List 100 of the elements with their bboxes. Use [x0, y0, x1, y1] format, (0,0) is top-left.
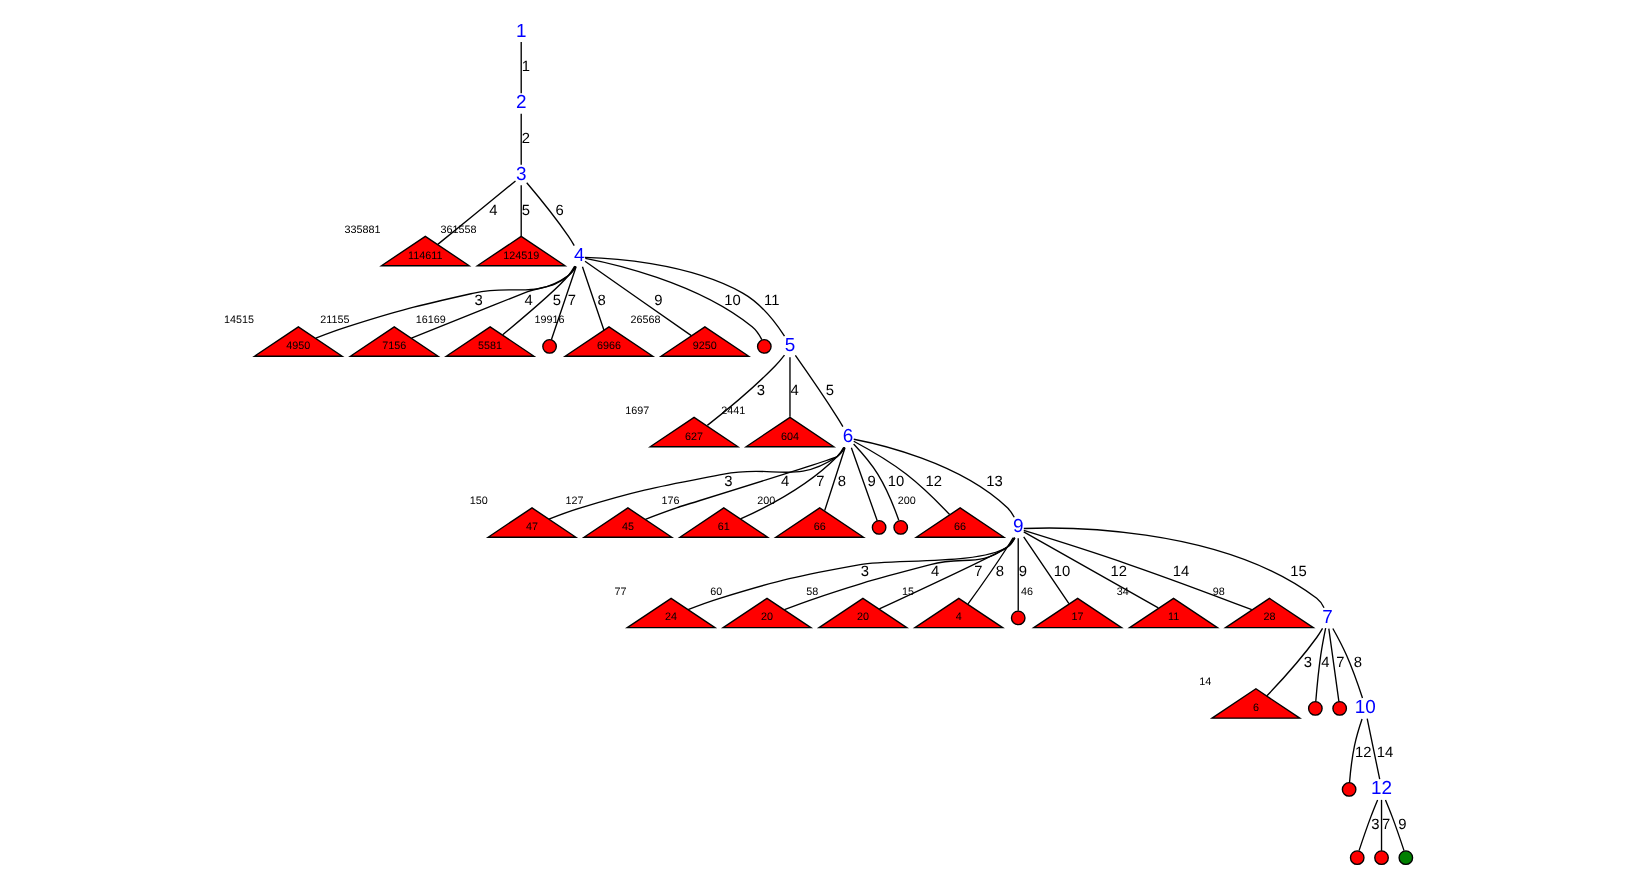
edge-label: 12 — [1110, 562, 1128, 581]
edge-label: 1 — [521, 57, 531, 76]
edge-label: 4 — [790, 381, 799, 400]
node-text: 6 — [842, 425, 854, 448]
connector — [548, 446, 846, 520]
edge-label: 5 — [521, 200, 531, 219]
connector — [584, 257, 763, 341]
edge-label: 10 — [724, 290, 741, 309]
edge-label: 9 — [1018, 562, 1028, 581]
node-circle — [871, 520, 887, 535]
edge-label: 7 — [1336, 652, 1345, 671]
edge-label: 3 — [860, 562, 870, 581]
edge-label: 3 — [1371, 815, 1380, 833]
connector — [502, 265, 576, 336]
node-circle — [893, 520, 909, 535]
edge-label: 4 — [781, 471, 790, 490]
node-circle — [1349, 850, 1365, 866]
connector — [739, 446, 845, 520]
edge-label: 8 — [995, 562, 1005, 581]
connector — [1384, 799, 1405, 852]
node-text: 4 — [574, 244, 585, 267]
edge-label: 13 — [986, 471, 1003, 490]
connector — [878, 537, 1015, 610]
connector — [1266, 627, 1324, 697]
connector — [794, 354, 844, 428]
edge-label: 11 — [764, 290, 780, 309]
connector — [581, 266, 605, 331]
edge-label: 8 — [1353, 652, 1363, 671]
connector — [1023, 531, 1159, 609]
connector — [789, 356, 791, 418]
connector — [783, 536, 1016, 611]
connector — [1023, 527, 1325, 609]
node-text: 1 — [515, 20, 527, 43]
node-text: 2 — [515, 92, 527, 115]
node-circle — [756, 339, 772, 354]
connector — [1315, 627, 1327, 703]
node-circle — [1307, 700, 1323, 716]
node-text: 10 — [1354, 697, 1376, 720]
edge-label: 4 — [931, 562, 940, 581]
node-circle — [1398, 850, 1414, 866]
edge-label: 12 — [1355, 743, 1372, 762]
connector — [824, 447, 846, 512]
edge-label: 3 — [1303, 652, 1313, 671]
edge-label: 9 — [1398, 815, 1407, 833]
connector — [1332, 627, 1364, 699]
connector — [687, 537, 1016, 611]
node-circle — [542, 339, 557, 354]
connector — [1366, 718, 1381, 780]
edge-label: 7 — [1382, 815, 1391, 833]
edge-label: 7 — [567, 290, 576, 309]
connector — [1023, 529, 1253, 611]
node-text: 7 — [1322, 606, 1333, 629]
edge-label: 14 — [1172, 562, 1190, 581]
connector — [852, 443, 900, 522]
connector — [1380, 799, 1383, 852]
edge-label: 12 — [925, 471, 943, 490]
edge-label: 3 — [756, 381, 766, 400]
edge-label: 10 — [887, 471, 905, 490]
node-text: 12 — [1371, 778, 1393, 801]
connector — [437, 180, 517, 246]
edge-label: 8 — [597, 290, 606, 309]
node-text: 5 — [784, 335, 796, 358]
node-text: 3 — [515, 163, 527, 186]
edge-label: 4 — [489, 200, 498, 219]
connector — [584, 260, 692, 337]
edge-label: 7 — [974, 562, 983, 581]
connector — [520, 113, 522, 166]
edge-label: 9 — [867, 471, 876, 490]
edge-label: 7 — [816, 471, 825, 490]
edge-label: 5 — [552, 290, 562, 309]
connector — [1328, 627, 1340, 702]
node-text: 9 — [1012, 516, 1024, 539]
connector — [410, 265, 577, 339]
edge-label: 8 — [837, 471, 847, 490]
edge-label: 10 — [1053, 562, 1071, 581]
edge-label: 3 — [474, 290, 483, 309]
connector — [526, 182, 575, 247]
node-circle — [1010, 610, 1026, 626]
connector — [520, 41, 522, 94]
edge-label: 2 — [521, 128, 531, 147]
edge-label: 9 — [654, 290, 663, 309]
connector — [967, 537, 1014, 605]
connector — [644, 446, 845, 520]
connector — [1023, 536, 1070, 605]
edge-label: 14 — [1376, 743, 1394, 762]
connector — [315, 265, 577, 339]
edge-label: 5 — [825, 381, 834, 400]
connector — [1348, 718, 1363, 784]
edge-label: 4 — [1321, 652, 1330, 671]
node-circle — [1332, 700, 1348, 716]
connector — [1017, 537, 1019, 612]
connector — [1358, 799, 1379, 852]
edge-label: 15 — [1290, 562, 1307, 581]
connector — [520, 184, 522, 237]
connector — [584, 256, 786, 337]
connector — [850, 447, 878, 522]
node-circle — [1341, 782, 1357, 797]
connector — [706, 354, 786, 427]
edge-label: 3 — [724, 471, 733, 490]
node-circle — [1374, 850, 1389, 866]
